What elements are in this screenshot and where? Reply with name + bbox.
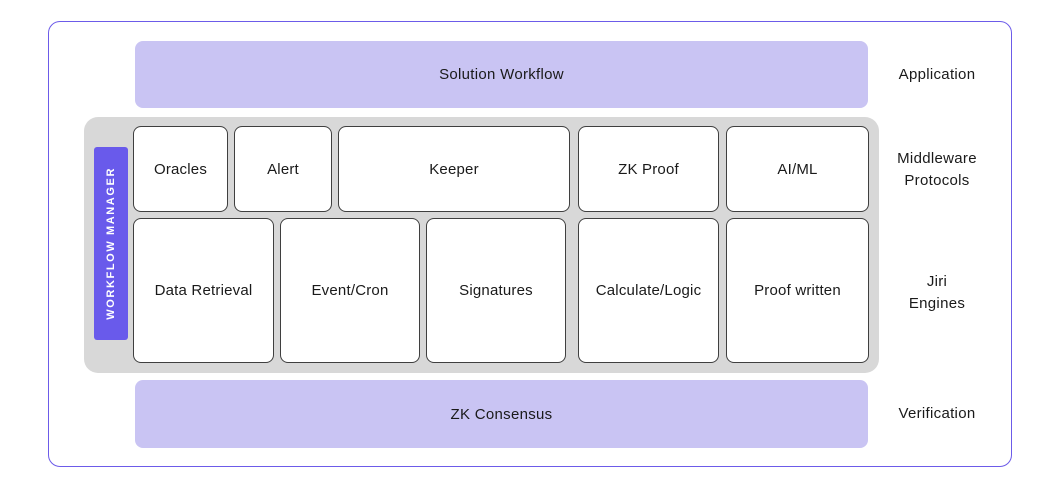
zk-consensus-label: ZK Consensus <box>450 405 553 423</box>
layer-label-application-text: Application <box>898 66 976 83</box>
layer-label-middleware-protocols: Middleware Protocols <box>880 148 994 192</box>
box-zk-proof: ZK Proof <box>578 126 719 212</box>
box-signatures: Signatures <box>426 218 566 363</box>
layer-label-verification-text: Verification <box>898 405 976 422</box>
box-data-retrieval-label: Data Retrieval <box>154 282 253 299</box>
box-oracles: Oracles <box>133 126 228 212</box>
box-event-cron: Event/Cron <box>280 218 420 363</box>
box-alert-label: Alert <box>267 160 299 178</box>
solution-workflow-band: Solution Workflow <box>135 41 868 108</box>
layer-label-middleware-line1: Middleware <box>897 150 977 167</box>
layer-label-jiri-engines: Jiri Engines <box>880 271 994 315</box>
box-calculate-logic-label: Calculate/Logic <box>595 282 702 299</box>
workflow-manager-label: WORKFLOW MANAGER <box>105 167 117 320</box>
box-calculate-logic: Calculate/Logic <box>578 218 719 363</box>
box-alert: Alert <box>234 126 332 212</box>
layer-label-engines-line2: Engines <box>908 295 966 312</box>
box-event-cron-label: Event/Cron <box>311 282 389 299</box>
box-data-retrieval: Data Retrieval <box>133 218 274 363</box>
box-proof-written-label: Proof written <box>754 282 841 299</box>
box-signatures-label: Signatures <box>459 282 533 299</box>
solution-workflow-label: Solution Workflow <box>439 66 564 83</box>
zk-consensus-band: ZK Consensus <box>135 380 868 448</box>
box-keeper-label: Keeper <box>429 160 479 178</box>
layer-label-engines-line1: Jiri <box>926 273 948 290</box>
box-zk-proof-label: ZK Proof <box>618 160 679 178</box>
box-ai-ml-label: AI/ML <box>777 160 818 178</box>
layer-label-application: Application <box>880 64 994 86</box>
box-proof-written: Proof written <box>726 218 869 363</box>
workflow-manager-ribbon: WORKFLOW MANAGER <box>94 147 128 340</box>
box-ai-ml: AI/ML <box>726 126 869 212</box>
box-oracles-label: Oracles <box>153 160 208 178</box>
layer-label-middleware-line2: Protocols <box>904 172 970 189</box>
box-keeper: Keeper <box>338 126 570 212</box>
layer-label-verification: Verification <box>880 403 994 425</box>
